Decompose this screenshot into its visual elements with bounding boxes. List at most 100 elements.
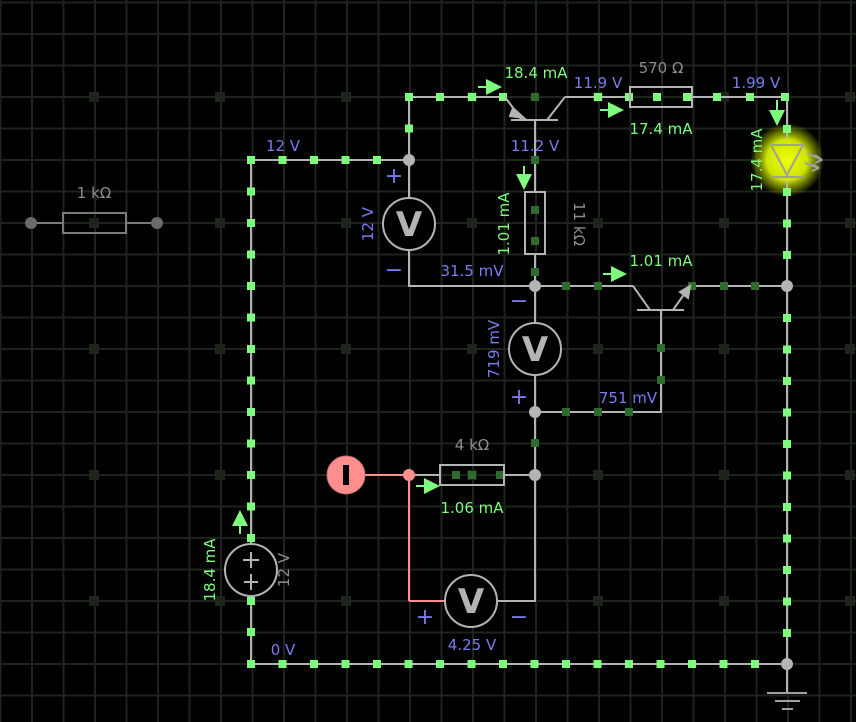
current-dot xyxy=(657,376,665,384)
current-dot xyxy=(688,660,696,668)
current-dot xyxy=(783,345,791,354)
current-arrows xyxy=(232,79,785,534)
resistor-570-current: 17.4 mA xyxy=(629,120,693,138)
current-dot xyxy=(247,250,255,259)
current-dot xyxy=(405,93,413,101)
junction-node[interactable] xyxy=(529,406,541,418)
q2-current: 1.01 mA xyxy=(629,252,693,270)
grid-marker xyxy=(215,470,225,480)
grid-marker xyxy=(719,344,729,354)
battery-label: 12 V xyxy=(275,552,293,587)
ground-icon[interactable] xyxy=(767,692,807,710)
grid-marker xyxy=(341,596,351,606)
current-dot xyxy=(688,282,696,290)
wire-vm-bottom-right[interactable] xyxy=(497,475,536,602)
current-dot xyxy=(593,660,602,668)
grid-marker xyxy=(467,344,477,354)
current-dot xyxy=(783,251,791,259)
current-dot xyxy=(719,660,728,668)
resistor-4k-label: 4 kΩ xyxy=(455,436,489,454)
grid-marker xyxy=(845,470,855,480)
current-dot xyxy=(247,187,255,196)
current-dot xyxy=(373,156,381,164)
q1-collector-voltage: 11.9 V xyxy=(574,74,623,92)
junction-node[interactable] xyxy=(529,280,541,292)
node-voltage-label: 0 V xyxy=(271,641,296,659)
grid-marker xyxy=(89,344,99,354)
junction-node[interactable] xyxy=(781,658,793,670)
resistor-1k[interactable] xyxy=(62,212,127,234)
current-dot xyxy=(783,125,791,133)
current-dot xyxy=(531,206,539,214)
svg-text:V: V xyxy=(396,205,423,245)
resistor-11k-label: 11 kΩ xyxy=(570,202,588,246)
current-dot xyxy=(562,408,570,416)
current-dot xyxy=(720,282,728,290)
grid-marker xyxy=(215,596,225,606)
current-dot xyxy=(247,597,255,605)
current-dot xyxy=(468,471,476,479)
current-dot xyxy=(783,566,791,574)
junction-node[interactable] xyxy=(529,469,541,481)
resistor-570[interactable] xyxy=(629,86,693,108)
current-dot xyxy=(656,660,665,668)
terminal-node[interactable] xyxy=(25,217,37,229)
grid-marker xyxy=(341,344,351,354)
grid-marker xyxy=(215,344,225,354)
grid-marker xyxy=(89,92,99,102)
current-dot xyxy=(781,93,789,101)
current-dot xyxy=(783,503,791,511)
current-dot xyxy=(341,156,350,164)
current-dot xyxy=(496,471,504,479)
minus-sign: − xyxy=(510,289,528,314)
current-dot xyxy=(467,660,476,668)
junction-node[interactable] xyxy=(781,280,793,292)
led[interactable] xyxy=(769,144,823,178)
current-dot xyxy=(783,219,791,228)
junction-node[interactable] xyxy=(403,154,415,166)
resistor-4k[interactable] xyxy=(439,464,505,486)
current-dot xyxy=(247,628,255,636)
junction-node[interactable] xyxy=(403,469,415,481)
voltmeter-top[interactable]: V xyxy=(382,197,436,251)
grid-marker xyxy=(845,92,855,102)
current-dot xyxy=(436,93,444,101)
grid-marker xyxy=(593,344,603,354)
voltmeter-mid-reading: 719 mV xyxy=(485,319,503,378)
plus-sign: + xyxy=(510,385,528,410)
current-dot xyxy=(783,188,791,196)
voltmeter-bottom[interactable]: V xyxy=(444,574,498,628)
junctions xyxy=(25,154,793,670)
current-dot xyxy=(594,408,602,416)
grid-marker xyxy=(845,596,855,606)
current-dot xyxy=(247,502,255,511)
q2-base-voltage: 751 mV xyxy=(599,389,658,407)
grid-marker xyxy=(89,470,99,480)
battery[interactable] xyxy=(224,543,278,597)
wire-vm-top-bottom[interactable] xyxy=(408,250,535,287)
probe-icon[interactable] xyxy=(326,455,366,495)
current-dot xyxy=(341,660,350,668)
terminal-node[interactable] xyxy=(151,217,163,229)
current-dot xyxy=(713,93,721,101)
resistor-570-label: 570 Ω xyxy=(639,59,684,77)
current-dot xyxy=(625,408,633,416)
transistor-q2[interactable] xyxy=(632,284,692,311)
battery-current: 18.4 mA xyxy=(201,538,219,602)
grid-marker xyxy=(215,218,225,228)
resistor-11k[interactable] xyxy=(524,191,546,255)
current-dot xyxy=(468,93,476,101)
grid-marker xyxy=(719,470,729,480)
plus-sign: + xyxy=(385,164,403,189)
voltmeter-mid[interactable]: V xyxy=(508,322,562,376)
current-dot xyxy=(247,345,255,353)
current-dot xyxy=(531,237,539,245)
resistor-4k-current: 1.06 mA xyxy=(440,499,504,517)
grid-marker xyxy=(593,596,603,606)
current-dot xyxy=(247,156,255,164)
transistor-q1[interactable] xyxy=(504,96,566,121)
led-glow xyxy=(750,123,824,197)
q1-base-voltage: 11.2 V xyxy=(511,137,560,155)
led-anode-voltage: 1.99 V xyxy=(732,74,781,92)
